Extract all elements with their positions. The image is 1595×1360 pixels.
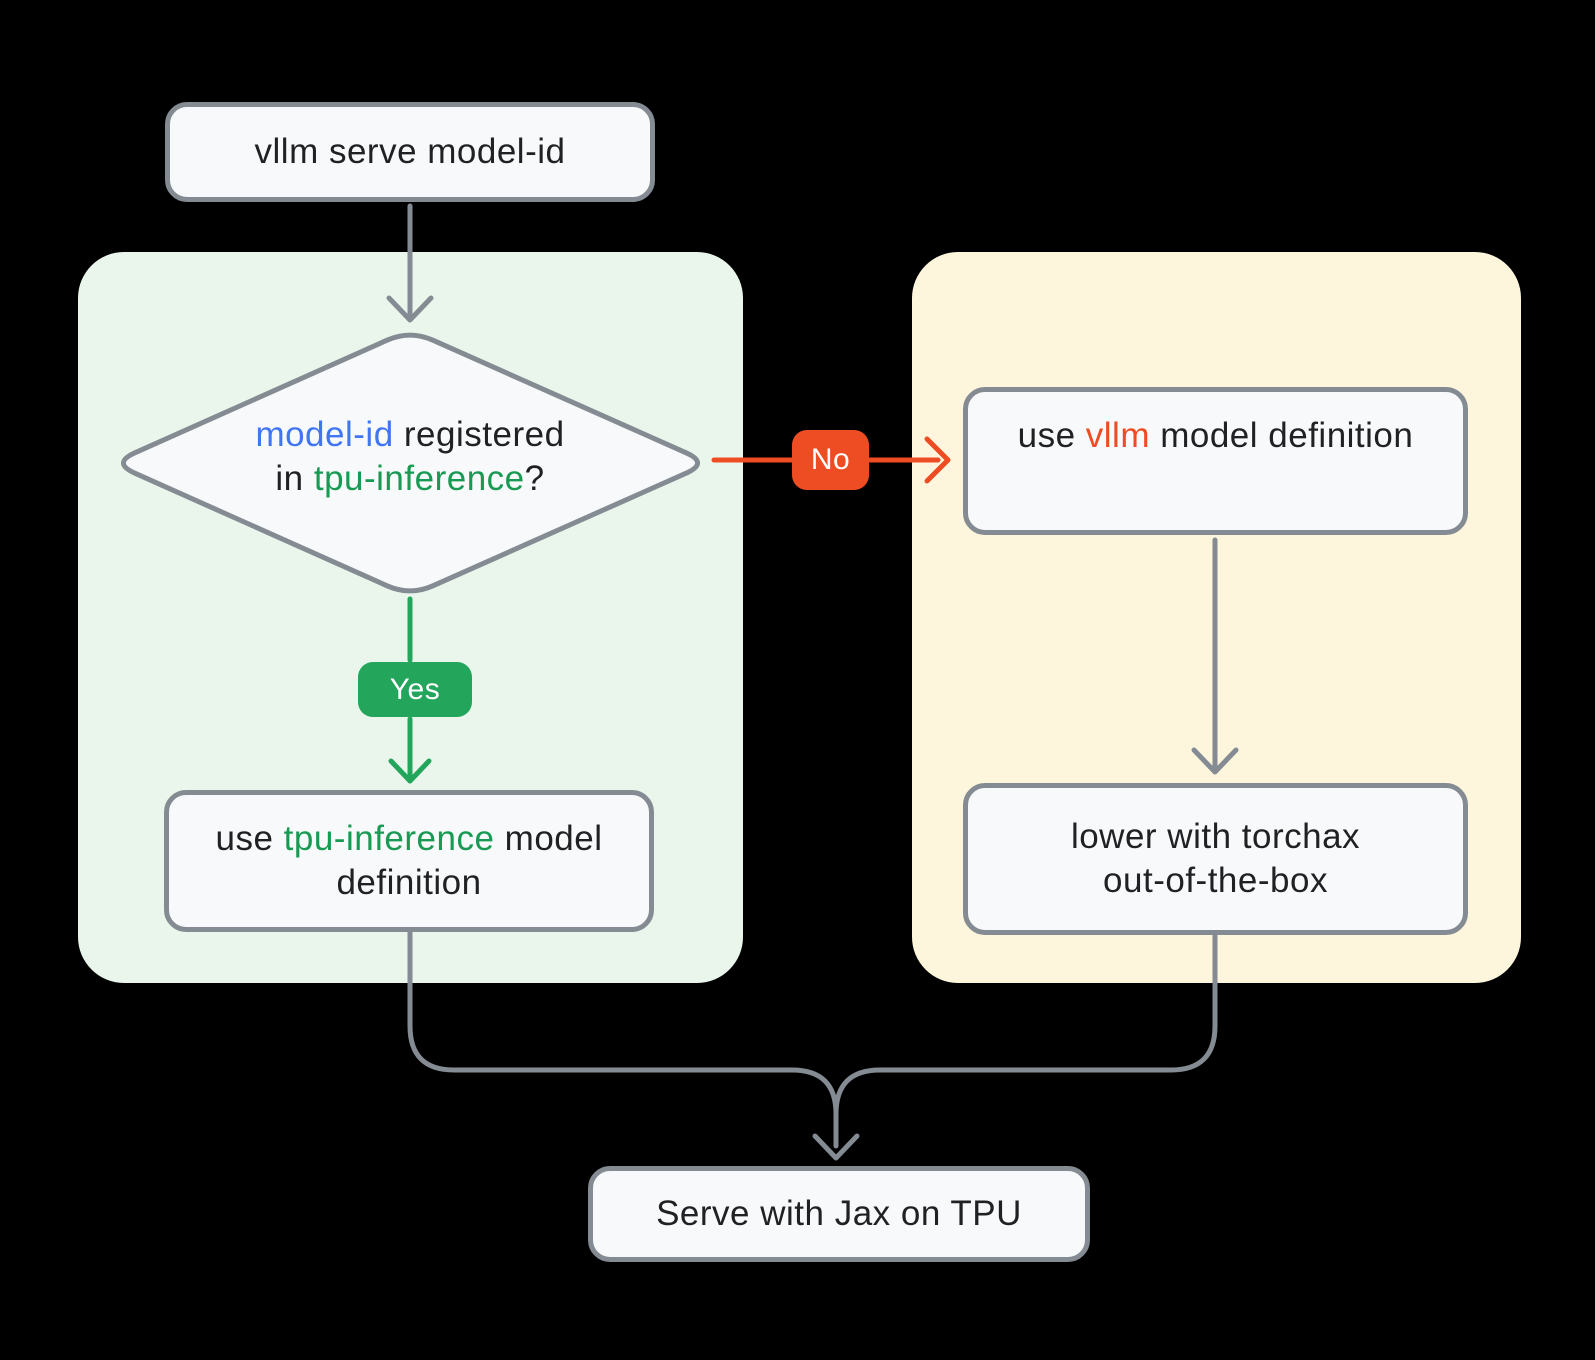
vllm-node-pre: use: [1017, 416, 1086, 455]
arrow-down-icon: [386, 295, 434, 323]
decision-model-id-token: model-id: [255, 415, 394, 454]
decision-line1: model-id registered: [165, 413, 655, 457]
tpu-node-pre: use: [215, 818, 284, 858]
yes-edge-label: Yes: [358, 662, 472, 717]
decision-question-mark: ?: [524, 459, 545, 498]
end-node-label: Serve with Jax on TPU: [656, 1193, 1022, 1233]
start-node-label: vllm serve model-id: [254, 131, 566, 171]
tpu-node-post: model: [494, 818, 603, 858]
tpu-node-line1: use tpu-inference model: [215, 817, 602, 861]
no-edge-label-text: No: [810, 443, 851, 476]
use-tpu-inference-model-definition-node: use tpu-inference model definition: [164, 790, 654, 932]
tpu-inference-token: tpu-inference: [283, 818, 495, 858]
arrow-down-icon: [1191, 747, 1239, 775]
decision-tpu-inference-token: tpu-inference: [313, 459, 525, 498]
no-edge-label: No: [792, 430, 869, 490]
decision-line1-rest: registered: [393, 415, 565, 454]
merge-left-line: [407, 929, 839, 1149]
arrow-right-icon: [924, 436, 951, 484]
vllm-node-line: use vllm model definition: [1018, 414, 1414, 458]
yes-edge-label-text: Yes: [389, 672, 441, 706]
torchax-node-line1: lower with torchax: [1070, 816, 1361, 856]
torchax-node-line2: out-of-the-box: [1103, 861, 1328, 900]
arrow-down-icon: [388, 758, 432, 784]
tpu-node-line2: definition: [336, 863, 482, 902]
start-node: vllm serve model-id: [165, 102, 655, 202]
decision-line2: in tpu-inference?: [165, 457, 655, 501]
end-node: Serve with Jax on TPU: [588, 1166, 1090, 1262]
decision-line2-pre: in: [275, 459, 314, 498]
lower-with-torchax-node: lower with torchax out-of-the-box: [963, 783, 1468, 935]
decision-diamond: [121, 332, 700, 594]
merge-right-line: [833, 932, 1218, 1117]
vllm-token: vllm: [1085, 416, 1150, 455]
vllm-node-post: model definition: [1149, 416, 1414, 455]
use-vllm-model-definition-node: use vllm model definition: [963, 387, 1468, 535]
decision-text: model-id registered in tpu-inference?: [165, 413, 655, 501]
arrow-down-icon: [812, 1133, 860, 1161]
